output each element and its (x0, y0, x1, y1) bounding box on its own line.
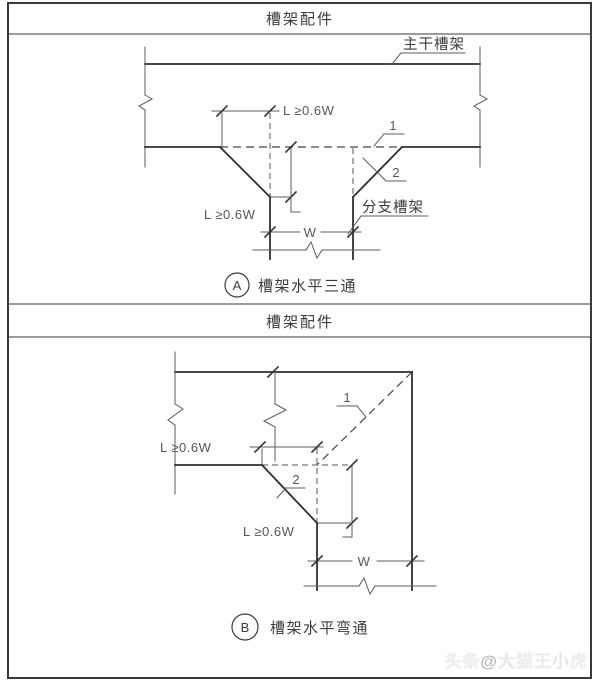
figure-a-label: A 槽架水平三通 (224, 272, 357, 298)
dim-l-side-label: L ≥0.6W (204, 207, 256, 222)
main-tray-left-break (138, 46, 154, 168)
main-tray-label: 主干槽架 (391, 36, 466, 65)
dim-l-side-b-label: L ≥0.6W (243, 524, 295, 539)
elbow-cut-line (303, 576, 437, 596)
elbow-mid-extension (262, 365, 288, 462)
outer-border (7, 2, 592, 679)
callout-2-b: 2 (276, 472, 306, 499)
figure-b-letter: B (241, 620, 250, 635)
figure-a-circle (224, 272, 250, 298)
tee-left-chamfer (218, 145, 272, 199)
callout-2-b-label: 2 (292, 472, 299, 487)
figure-a-caption: 槽架水平三通 (258, 278, 357, 295)
diagram-elbow: L ≥0.6W L ≥0.6W W 1 (160, 351, 437, 641)
panel-a-title: 槽架配件 (266, 11, 334, 28)
dimension-l-side: L ≥0.6W (204, 140, 301, 222)
callout-2-label: 2 (392, 165, 399, 180)
branch-cut-line (252, 240, 381, 260)
branch-tray-label-text: 分支槽架 (362, 199, 424, 216)
branch-tray-label: 分支槽架 (347, 199, 429, 235)
figure-b-circle (231, 613, 259, 641)
diagram-tee: L ≥0.6W L ≥0.6W W 1 (138, 36, 489, 298)
elbow-chamfer (260, 463, 319, 525)
main-tray-label-text: 主干槽架 (403, 36, 465, 53)
callout-2: 2 (362, 157, 407, 182)
callout-1-label: 1 (389, 118, 396, 133)
dimension-l-top: L ≥0.6W (211, 103, 335, 147)
callout-1-b: 1 (336, 390, 367, 418)
dimension-l-side-b: L ≥0.6W (243, 458, 359, 539)
callout-1: 1 (373, 118, 405, 147)
sheet-frame (7, 2, 592, 679)
dim-w-b-label: W (358, 554, 371, 569)
dimension-w: W (260, 225, 362, 240)
figure-b-caption: 槽架水平弯通 (270, 620, 369, 637)
dim-w-label: W (304, 225, 317, 240)
dim-l-top-b-label: L ≥0.6W (160, 440, 212, 455)
figure-b-label: B 槽架水平弯通 (231, 613, 369, 641)
elbow-corner-dashed-diagonal (316, 371, 413, 466)
dimension-w-b: W (307, 554, 425, 569)
panel-b-title: 槽架配件 (266, 314, 334, 331)
dim-l-top-label: L ≥0.6W (283, 103, 335, 118)
callout-1-b-label: 1 (343, 390, 350, 405)
elbow-left-break (167, 351, 184, 495)
figure-a-letter: A (233, 278, 242, 293)
dimension-l-top-b: L ≥0.6W (160, 440, 324, 465)
main-tray-right-break (473, 46, 489, 168)
watermark-text: 头条@大猫王小虎 (444, 651, 588, 671)
